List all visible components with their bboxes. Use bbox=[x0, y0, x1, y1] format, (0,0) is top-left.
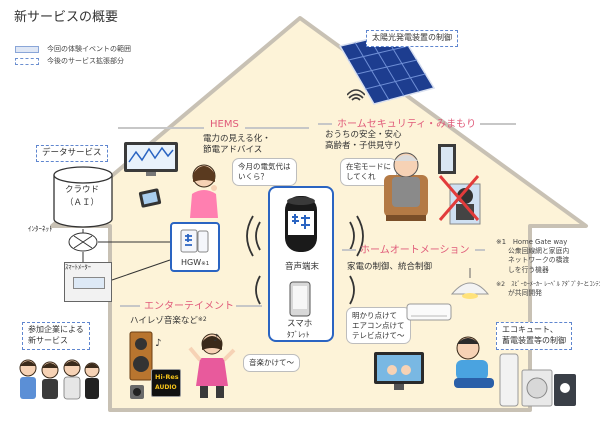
internet-label: ｲﾝﾀｰﾈｯﾄ bbox=[28, 225, 53, 233]
entertainment-desc: ハイレゾ音楽など※2 bbox=[130, 316, 207, 326]
automation-line-right bbox=[475, 249, 485, 251]
air-conditioner-illustration bbox=[406, 303, 452, 321]
entertainment-speech-bubble: 音楽かけて〜 bbox=[243, 354, 300, 372]
hems-line-right bbox=[245, 127, 309, 129]
data-service-label: データサービス bbox=[36, 145, 108, 163]
security-desc-line2: 高齢者・子供見守り bbox=[325, 141, 402, 152]
automation-desc: 家電の制御、統合制御 bbox=[347, 262, 433, 272]
security-desc: おうちの安全・安心 高齢者・子供見守り bbox=[325, 130, 402, 153]
boy-lying-illustration bbox=[454, 336, 494, 388]
smart-meter-display bbox=[73, 277, 105, 289]
automation-bubble-line1: 明かり点けて bbox=[352, 311, 397, 320]
hems-bubble-line1: 今月の電気代は bbox=[238, 162, 291, 171]
ecocute-line1: エコキュート、 bbox=[502, 325, 558, 334]
legend-dashed: 今後のサービス拡張部分 bbox=[15, 56, 124, 66]
security-line-left bbox=[318, 123, 332, 125]
entertainment-line-right bbox=[236, 305, 262, 307]
smartphone-illustration bbox=[289, 281, 311, 317]
music-note-icon: ♪ bbox=[213, 333, 220, 344]
hems-title: HEMS bbox=[210, 119, 239, 130]
hems-bubble-line2: いくら？ bbox=[238, 171, 268, 181]
woman-pondering-illustration bbox=[190, 164, 218, 218]
note-2: ※2 ｽﾋﾟｰｶｰﾒｰｶｰ ﾚｰﾍﾞﾙ ｱﾀﾞﾌﾟﾀｰとｺﾝﾃﾝﾂ が共同開発 bbox=[496, 281, 600, 299]
hems-desc-line1: 電力の見える化・ bbox=[203, 134, 271, 144]
security-title: ホームセキュリティ・みまもり bbox=[337, 119, 477, 130]
partners-line1: 参加企業による bbox=[28, 325, 84, 334]
ecocute-box: エコキュート、 蓄電装置等の制御 bbox=[496, 322, 572, 350]
note-2-line2: が共同開発 bbox=[508, 289, 542, 298]
entertainment-line-left bbox=[120, 305, 140, 307]
ecocute-storage-illustration bbox=[499, 353, 576, 407]
hgw-router-icon bbox=[180, 229, 209, 253]
ceiling-lamp-illustration bbox=[450, 268, 490, 299]
note-2-line1: ※2 ｽﾋﾟｰｶｰﾒｰｶｰ ﾚｰﾍﾞﾙ ｱﾀﾞﾌﾟﾀｰとｺﾝﾃﾝﾂ bbox=[496, 281, 600, 288]
elderly-man-illustration bbox=[384, 152, 428, 221]
hems-speech-bubble: 今月の電気代は いくら？ bbox=[232, 158, 297, 186]
tablet-label-line2: ﾀﾌﾞﾚｯﾄ bbox=[287, 330, 310, 339]
hems-desc-line2: 節電アドバイス bbox=[203, 145, 263, 156]
legend-dashed-swatch bbox=[15, 57, 39, 65]
partners-line2: 新サービス bbox=[28, 335, 68, 345]
burglar-crossed-illustration bbox=[438, 144, 481, 225]
dancing-woman-illustration bbox=[188, 333, 236, 398]
legend-dashed-label: 今後のサービス拡張部分 bbox=[47, 57, 124, 65]
hires-audio-badge: Hi-Res AUDIO bbox=[151, 369, 181, 397]
hems-line-left bbox=[118, 127, 204, 129]
page-title: 新サービスの概要 bbox=[14, 10, 119, 25]
security-bubble-line2: してくれ bbox=[346, 171, 376, 181]
note-1-line2: 公衆回線網と家庭内 bbox=[508, 247, 570, 256]
smart-speaker-illustration bbox=[285, 196, 317, 252]
cloud-database-icon bbox=[53, 166, 113, 228]
security-bubble-line1: 在宅モードに bbox=[346, 162, 391, 171]
speaker-label: 音声端末 bbox=[285, 262, 320, 272]
ecocute-line2: 蓄電装置等の制御 bbox=[502, 335, 566, 345]
legend-solid: 今回の体験イベントの範囲 bbox=[15, 44, 131, 54]
hires-line1: Hi-Res bbox=[155, 373, 179, 381]
speaker-cabinet-illustration: ♪ bbox=[129, 331, 161, 381]
smart-meter-box bbox=[64, 262, 112, 302]
legend-solid-swatch bbox=[15, 45, 39, 53]
automation-line-left bbox=[342, 249, 356, 251]
automation-bubble-line3: テレビ点けて〜 bbox=[352, 330, 405, 340]
router-icon bbox=[68, 232, 98, 252]
tablet-device-illustration bbox=[138, 188, 162, 208]
wireless-arcs-icon bbox=[246, 215, 364, 305]
note-1-line3: ネットワークの橋渡 bbox=[508, 256, 570, 265]
automation-bubble-line2: エアコン点けて bbox=[352, 320, 405, 330]
security-line-right bbox=[480, 123, 516, 125]
wifi-waves-icon bbox=[347, 89, 365, 101]
cloud-label: クラウド bbox=[65, 185, 100, 195]
legend-solid-label: 今回の体験イベントの範囲 bbox=[47, 45, 131, 53]
hires-line2: AUDIO bbox=[155, 384, 177, 391]
note-1-line4: しを行う機器 bbox=[508, 265, 549, 274]
partner-people-illustration bbox=[19, 359, 100, 400]
entertainment-title: エンターテイメント bbox=[144, 301, 234, 312]
hems-desc: 電力の見える化・ 節電アドバイス bbox=[203, 134, 271, 157]
note-1-line1: ※1 Home Gate way bbox=[496, 238, 568, 246]
solar-control-label: 太陽光発電装置の制御 bbox=[366, 30, 458, 47]
partners-box: 参加企業による 新サービス bbox=[22, 322, 90, 350]
hgw-label: HGW※1 bbox=[181, 258, 210, 267]
note-1: ※1 Home Gate way 公衆回線網と家庭内 ネットワークの橋渡 しを行… bbox=[496, 238, 569, 275]
smart-meter-label: ｽﾏｰﾄﾒｰﾀｰ bbox=[65, 263, 91, 271]
tv-energy-graph-illustration bbox=[124, 142, 178, 176]
automation-speech-bubble: 明かり点けて エアコン点けて テレビ点けて〜 bbox=[346, 307, 411, 345]
automation-title: ホームオートメーション bbox=[360, 245, 470, 256]
small-speaker-illustration bbox=[130, 385, 144, 399]
tablet-label-line1: スマホ bbox=[287, 319, 313, 329]
solar-panel-illustration bbox=[338, 31, 436, 105]
cloud-ai-label: （ＡＩ） bbox=[65, 198, 100, 208]
svg-text:♪: ♪ bbox=[155, 338, 161, 349]
television-illustration bbox=[374, 352, 424, 390]
security-desc-line1: おうちの安全・安心 bbox=[325, 130, 402, 140]
